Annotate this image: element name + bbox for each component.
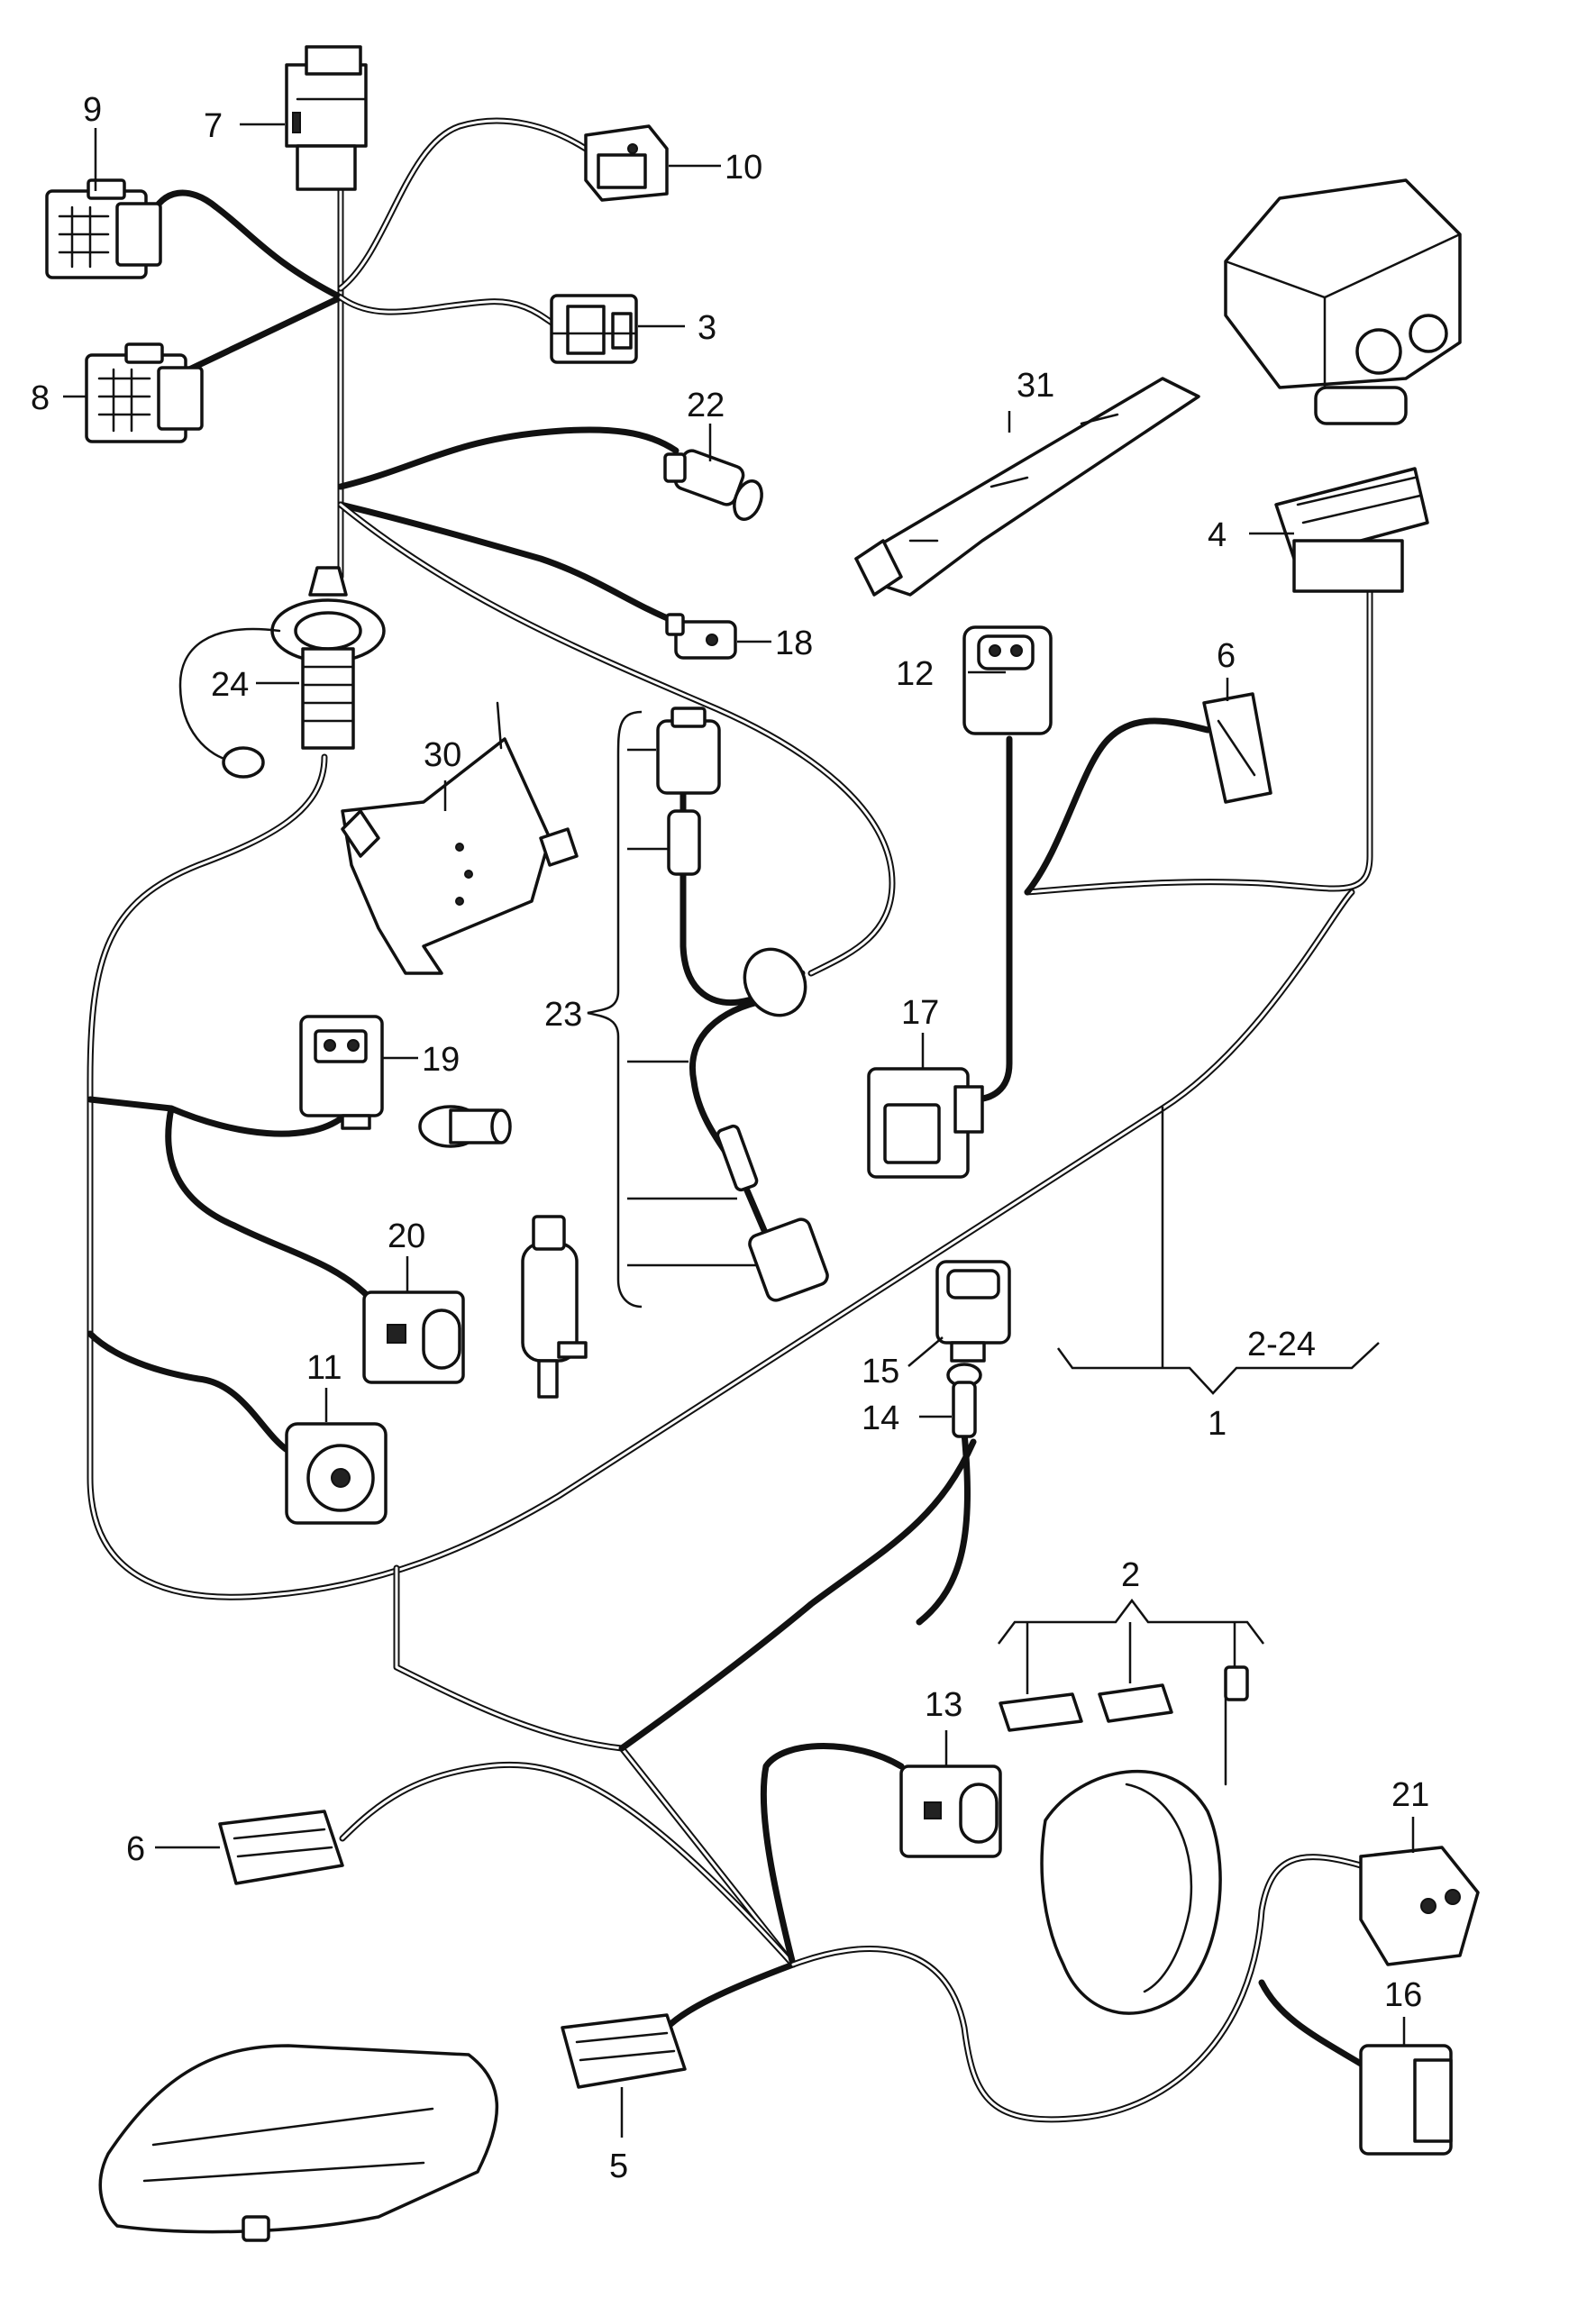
label-30: 30 [424,736,461,774]
label-23: 23 [544,996,582,1034]
label-10: 10 [725,149,762,187]
sensor-14 [946,1363,982,1438]
label-6-upper: 6 [1217,637,1236,675]
label-17: 17 [901,994,939,1032]
connector-4 [1274,467,1429,593]
connector-9 [45,178,162,279]
connector-3 [550,294,638,364]
connector-11 [285,1422,388,1525]
fog-lamp [1040,1769,1222,2015]
clips-2 [999,1665,1249,1786]
connector-5 [561,2013,687,2089]
label-11: 11 [306,1349,342,1387]
label-22: 22 [687,387,725,424]
label-1: 1 [1208,1405,1227,1443]
connector-19 [299,1015,384,1130]
label-16: 16 [1384,1976,1422,2014]
label-19: 19 [422,1041,460,1079]
sensor-assembly-23 [656,707,829,1302]
label-20: 20 [388,1217,425,1255]
label-8: 8 [31,379,50,417]
connector-10 [584,124,669,202]
label-2: 2 [1121,1556,1140,1594]
connector-20 [362,1290,465,1384]
connector-16 [1359,2044,1453,2156]
connector-13 [899,1764,1002,1858]
connector-6-lower [218,1810,344,1885]
part-labels: 7 9 8 10 3 22 18 24 30 23 19 20 11 12 6 … [31,91,1429,2185]
leader-lines [63,123,1415,2138]
label-9: 9 [83,91,102,129]
sensor-22 [663,449,763,521]
label-14: 14 [862,1400,899,1437]
label-18: 18 [775,625,813,662]
connector-18 [665,613,737,660]
label-21: 21 [1391,1776,1429,1814]
label-15: 15 [862,1353,899,1391]
bracket-30 [341,701,579,975]
control-module [1224,178,1462,425]
connector-6-upper [1202,692,1272,804]
cable-duct-31 [854,377,1200,597]
connector-15 [935,1260,1011,1363]
label-12: 12 [896,655,934,693]
connector-8 [85,342,204,443]
washer-pump [521,1215,588,1399]
connector-17 [867,1067,984,1179]
label-13: 13 [925,1686,962,1724]
grommet-24 [178,566,386,779]
label-3: 3 [698,309,716,347]
label-5: 5 [609,2147,628,2185]
connector-7 [285,45,368,191]
label-2-24: 2-24 [1247,1326,1316,1363]
label-4: 4 [1208,516,1227,554]
connector-12 [962,625,1053,735]
label-7: 7 [204,107,223,145]
pressure-switch [418,1105,512,1148]
label-31: 31 [1017,367,1054,405]
label-24: 24 [211,666,249,704]
connector-21 [1359,1846,1480,1966]
harness-wires [87,105,1373,2123]
label-6-lower: 6 [126,1830,145,1868]
headlamp [98,2044,499,2242]
